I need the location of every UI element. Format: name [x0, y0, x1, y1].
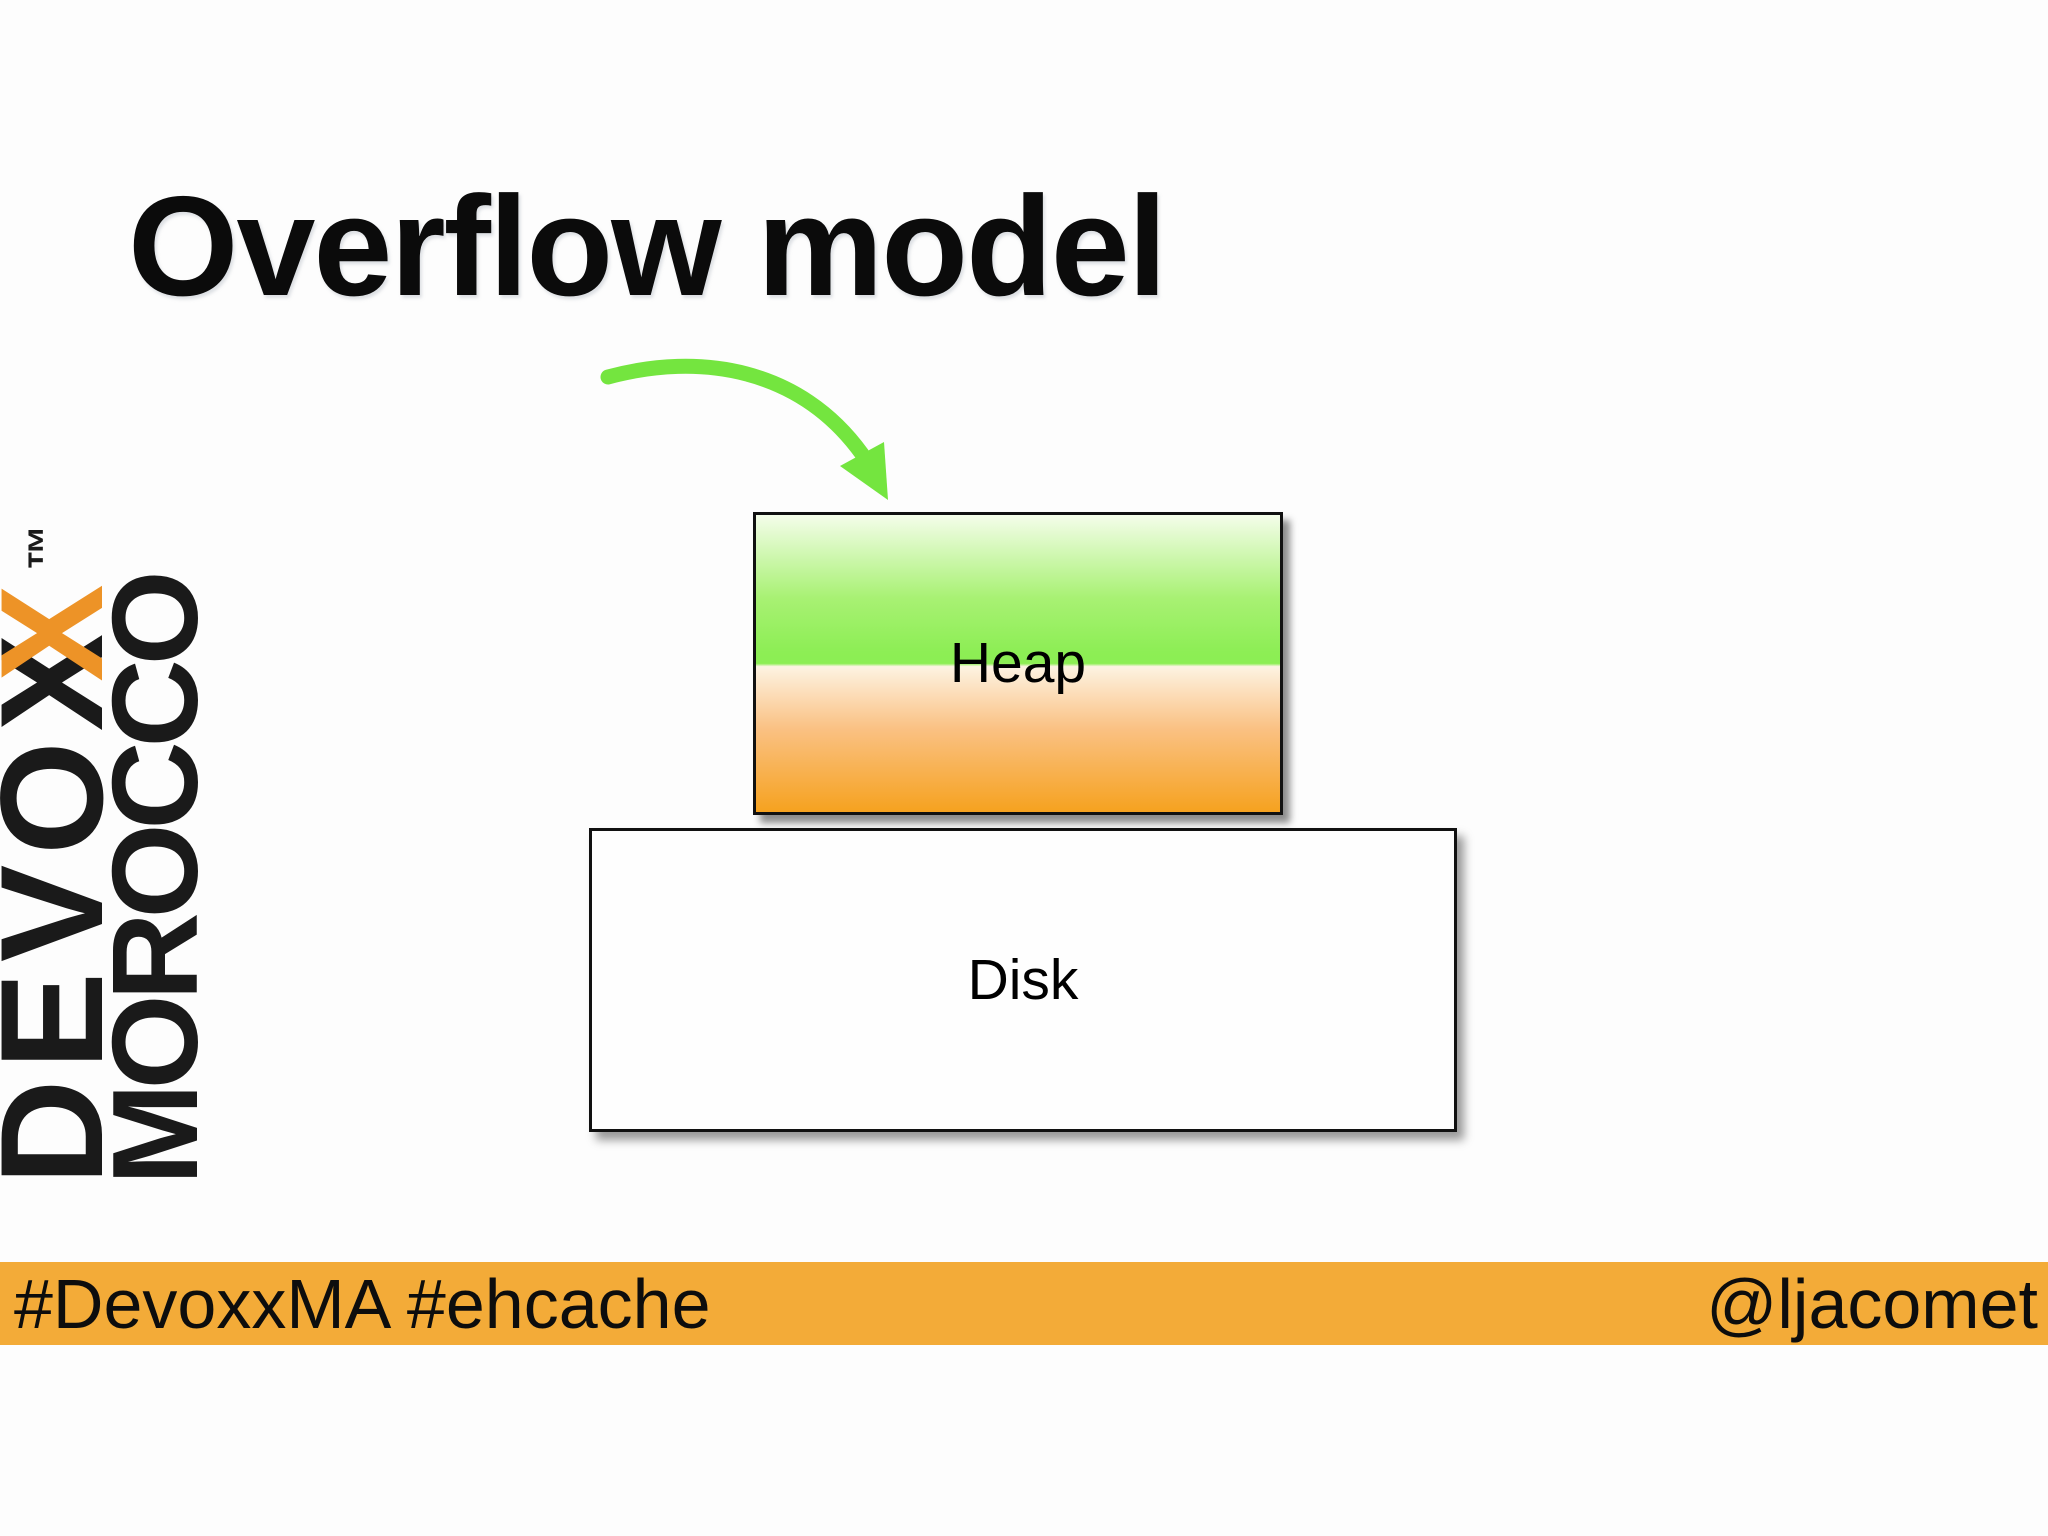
disk-box: Disk — [589, 828, 1457, 1132]
heap-label: Heap — [949, 631, 1087, 695]
overflow-arrow-head — [840, 442, 888, 500]
page-title: Overflow model — [128, 167, 1167, 327]
disk-label: Disk — [967, 947, 1079, 1012]
devoxx-morocco-logo: DEVOXX™ MOROCCO — [0, 455, 223, 1185]
heap-box: Heap — [753, 512, 1283, 815]
overflow-arrow-shaft — [600, 358, 870, 462]
footer-twitter-handle: @ljacomet — [1706, 1264, 2038, 1343]
overflow-arrow-icon — [600, 358, 888, 500]
logo-devoxx-x-orange: X — [0, 574, 133, 681]
footer-hashtags: #DevoxxMA #ehcache — [14, 1264, 711, 1343]
footer-bar: #DevoxxMA #ehcache @ljacomet — [0, 1262, 2048, 1345]
logo-line-morocco: MOROCCO — [87, 576, 223, 1185]
trademark-symbol: ™ — [18, 524, 70, 571]
